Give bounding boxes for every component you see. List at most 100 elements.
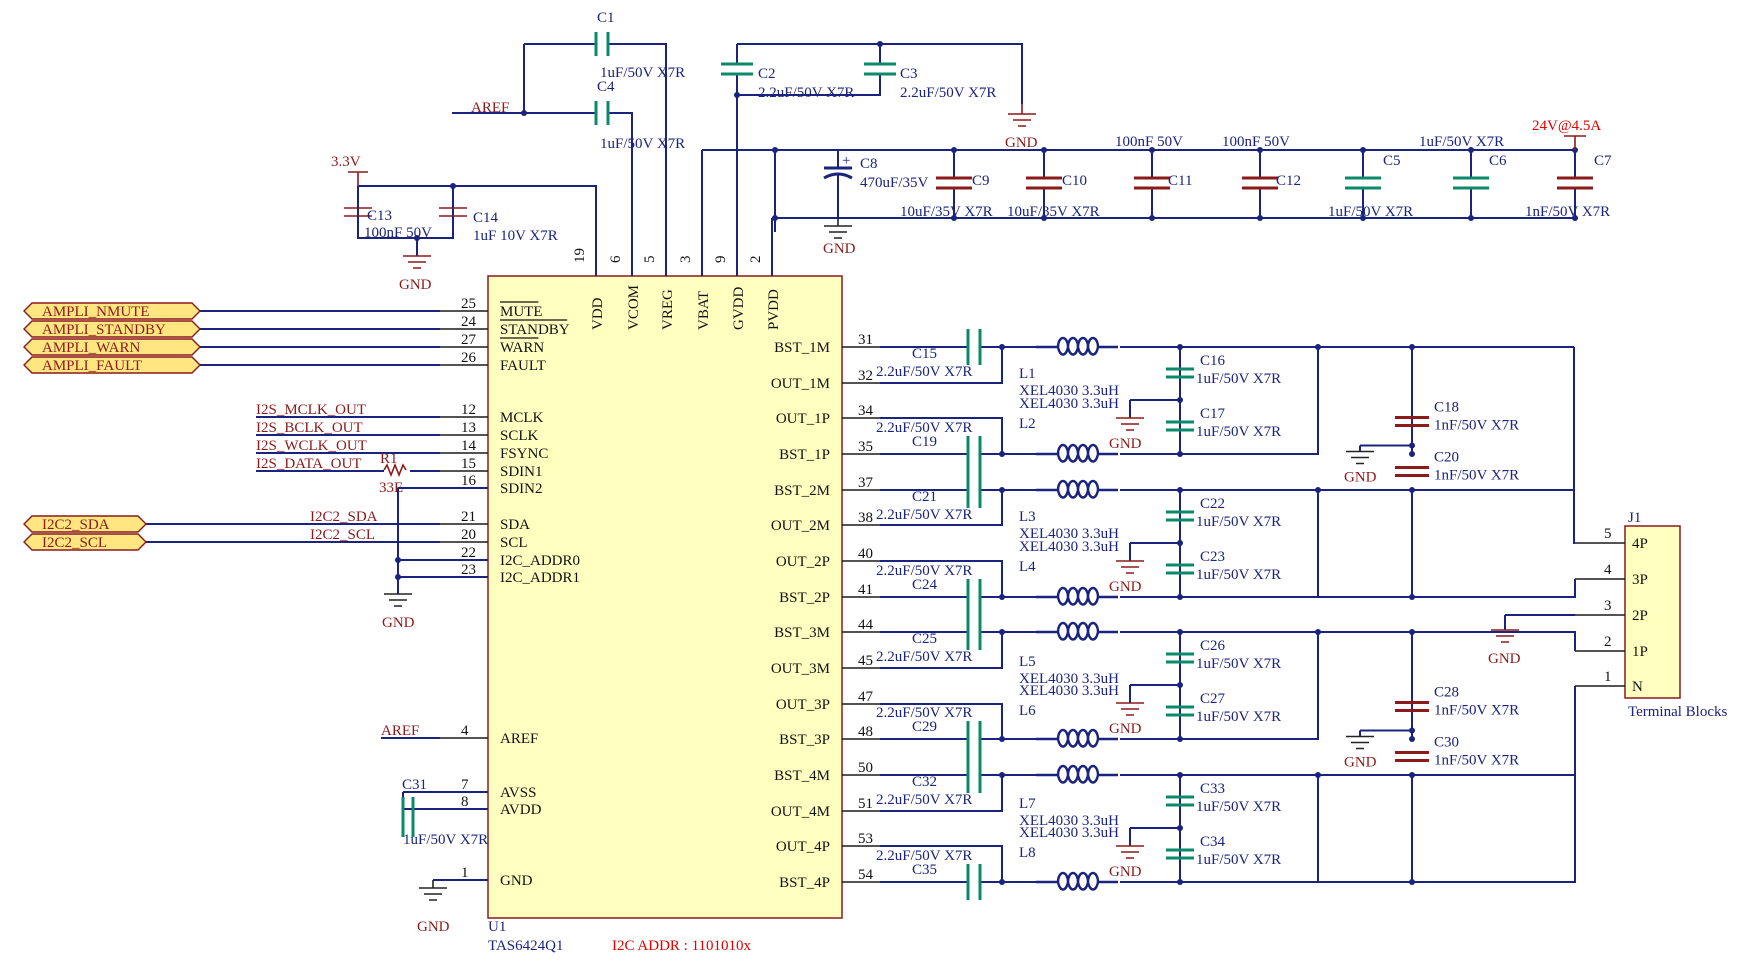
ic-pin-number: 3: [678, 256, 694, 264]
capacitor-c4[interactable]: C4 1uF/50V X7R: [594, 79, 685, 152]
net-i2s-wclk: I2S_WCLK_OUT: [256, 438, 367, 454]
port-i2c2-sda[interactable]: I2C2_SDA: [23, 515, 147, 533]
cap-ref: C21: [912, 489, 937, 505]
capacitor-c31[interactable]: C31 1uF/50V X7R: [401, 777, 488, 848]
ic-pin-number: 20: [461, 527, 476, 543]
port-ampli-nmute[interactable]: AMPLI_NMUTE: [23, 302, 201, 320]
net-i2c-sda: I2C2_SDA: [310, 509, 378, 525]
port-ampli-fault[interactable]: AMPLI_FAULT: [23, 356, 201, 374]
connector-j1-body[interactable]: [1624, 525, 1681, 699]
inductor-value: XEL4030 3.3uH: [1019, 825, 1119, 841]
capacitor-c1[interactable]: C1 1uF/50V X7R: [594, 10, 685, 81]
svg-text:1uF/50V X7R: 1uF/50V X7R: [403, 832, 488, 848]
capacitor-c14[interactable]: C14 1uF 10V X7R: [439, 186, 558, 244]
connector-pin-3p[interactable]: 43P: [1575, 562, 1648, 588]
capacitor-c3[interactable]: C3 2.2uF/50V X7R: [864, 62, 996, 101]
ic-pin-number: 12: [461, 402, 476, 418]
port-i2c2-scl[interactable]: I2C2_SCL: [23, 533, 147, 551]
capacitor-c13[interactable]: C13 100nF 50V: [344, 186, 432, 241]
connector-pin-1p[interactable]: 21P: [1575, 634, 1648, 660]
capacitor-c2[interactable]: C2 2.2uF/50V X7R: [721, 62, 854, 101]
capacitor-c8[interactable]: + C8 470uF/35V: [823, 150, 929, 218]
ic-pin-number: 7: [461, 777, 469, 793]
port-ampli-standby[interactable]: AMPLI_STANDBY: [23, 320, 201, 338]
ic-body[interactable]: [487, 275, 843, 919]
connector-pin-n[interactable]: 1N: [1575, 669, 1643, 695]
connector-pin-4p[interactable]: 54P: [1575, 526, 1648, 552]
connector-pin-2p[interactable]: 32P: [1575, 598, 1648, 624]
ic-pin-number: 54: [858, 867, 874, 883]
port-ampli-warn[interactable]: AMPLI_WARN: [23, 338, 201, 356]
